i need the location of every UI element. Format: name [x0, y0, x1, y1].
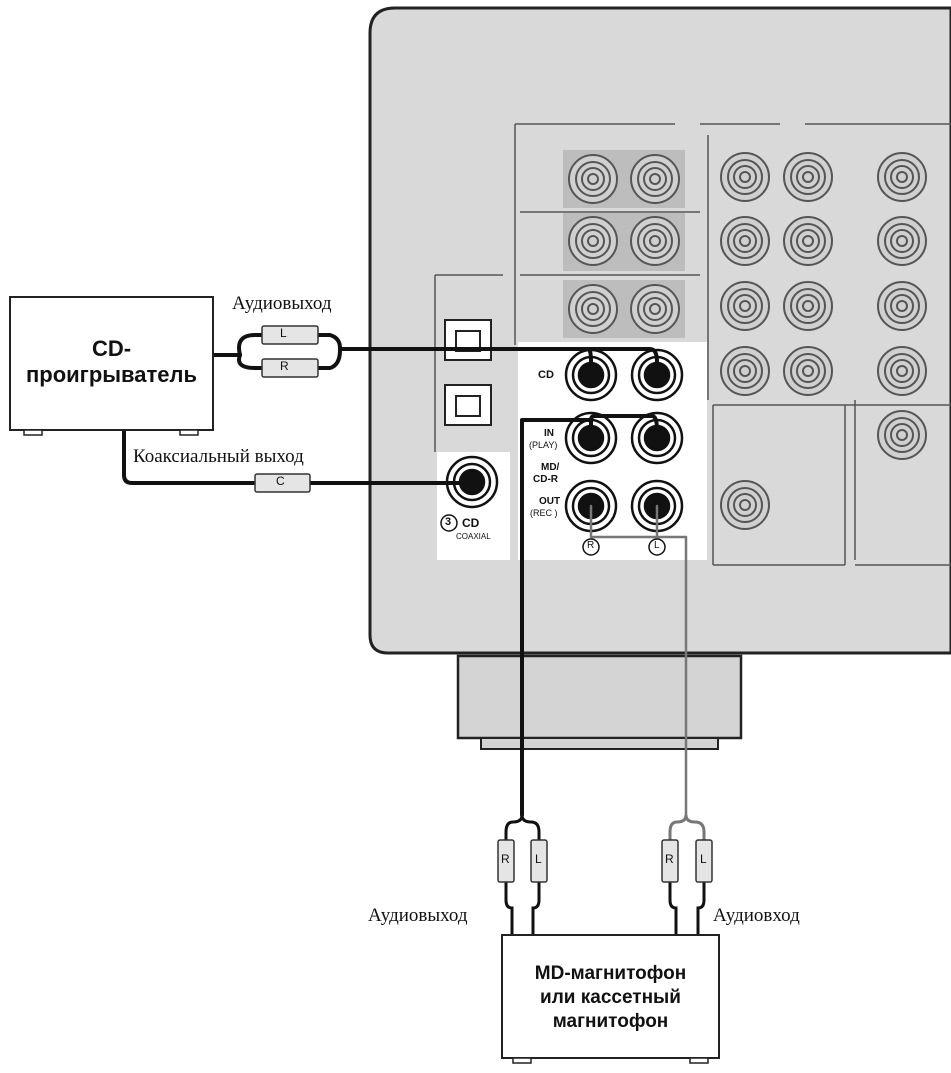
coax-number-circle: [440, 514, 458, 532]
plug-l-rec-in: L: [700, 852, 707, 866]
panel-label-coax-number: 3: [445, 516, 452, 528]
plug-r-rec-out: R: [501, 852, 510, 866]
panel-label-md: MD/: [541, 462, 560, 473]
panel-label-coaxial: COAXIAL: [456, 532, 491, 541]
gray-jacks: [568, 152, 927, 530]
caption-coaxial-out: Коаксиальный выход: [133, 446, 304, 467]
md-in-jack-l: [630, 411, 684, 465]
plug-r-cd: R: [280, 359, 289, 373]
panel-label-in: IN: [544, 428, 554, 439]
recorder-label-line1: MD-магнитофон: [534, 963, 687, 984]
recorder-label-line2: или кассетный: [540, 987, 681, 1008]
recorder-label-line3: магнитофон: [552, 1011, 669, 1032]
panel-label-rec: (REC ): [530, 508, 558, 518]
receiver-stand-base: [480, 737, 719, 750]
panel-section-lines: [434, 123, 951, 566]
cd-jack-l: [630, 348, 684, 402]
panel-label-play: (PLAY): [529, 440, 558, 450]
caption-recorder-audio-out: Аудиовыход: [368, 905, 468, 926]
plug-r-rec-in: R: [665, 852, 674, 866]
panel-marker-r: R: [587, 540, 595, 551]
caption-cd-audio-out: Аудиовыход: [232, 293, 332, 314]
recorder-box: [501, 934, 720, 1059]
recorder-foot-left: [512, 1057, 532, 1064]
optical-jack-1: [444, 319, 492, 361]
receiver-stand: [456, 654, 743, 740]
recorder-plugs: [504, 814, 706, 935]
panel-label-cdr: CD-R: [533, 474, 558, 485]
plug-bodies: [254, 325, 713, 883]
optical-jack-2: [444, 384, 492, 426]
active-jacks: [445, 348, 684, 533]
panel-label-cd: CD: [538, 369, 554, 381]
panel-label-coax-cd: CD: [462, 516, 480, 530]
plug-c-coax: C: [276, 474, 285, 488]
plug-l-cd: L: [280, 326, 287, 340]
cd-player-foot-right: [179, 429, 199, 436]
recorder-label: MD-магнитофон или кассетный магнитофон: [502, 962, 719, 1034]
panel-label-out: OUT: [539, 496, 561, 507]
cables: [122, 333, 688, 817]
caption-recorder-audio-in: Аудиовход: [713, 905, 800, 926]
cd-player-label-line2: проигрыватель: [25, 362, 198, 387]
cd-player-box: [9, 296, 214, 431]
md-in-jack-r: [564, 411, 618, 465]
plug-l-rec-out: L: [535, 852, 542, 866]
cd-player-label: CD- проигрыватель: [10, 336, 213, 388]
cd-player-foot-left: [23, 429, 43, 436]
cd-player-label-line1: CD-: [91, 336, 132, 361]
l-marker-circle: [648, 538, 666, 556]
panel-marker-l: L: [654, 540, 660, 551]
recorder-foot-right: [689, 1057, 709, 1064]
cable-coaxial: [122, 428, 257, 485]
r-marker-circle: [582, 538, 600, 556]
